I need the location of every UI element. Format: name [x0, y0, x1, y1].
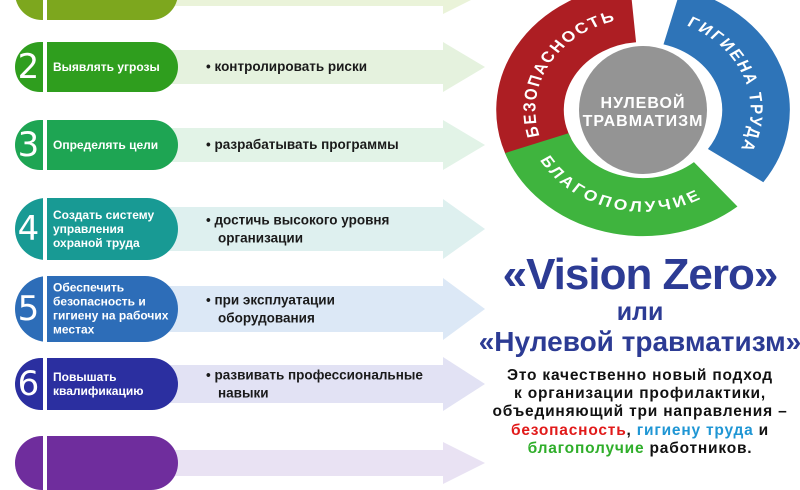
center-label-line1: НУЛЕВОЙ	[601, 93, 686, 112]
rule-pill: 5 Обеспечить безопасность и гигиену на ра…	[15, 276, 178, 342]
rule-banner-arrow-head	[443, 42, 485, 92]
rule-number: 4	[17, 209, 40, 249]
description-segment: объединяющий три направления –	[492, 403, 788, 421]
rule-banner-arrow-body	[140, 0, 443, 6]
rule-bullet-text: разрабатывать программы	[206, 136, 398, 154]
rule-number	[15, 436, 42, 490]
rule-number	[15, 0, 42, 20]
description-segment: и	[753, 421, 770, 439]
description-segment: Это качественно новый подход	[507, 367, 773, 384]
rule-label: Повышать квалификацию	[53, 369, 144, 398]
rule-banner-arrow-head	[443, 0, 485, 14]
rule-pill	[15, 436, 178, 490]
description-segment: благополучие	[527, 439, 645, 457]
rule-pill: 6 Повышать квалификацию	[15, 358, 178, 410]
rule-divider	[43, 0, 47, 20]
rule-row-5: при эксплуатации оборудования 5 Обеспечить…	[0, 276, 500, 342]
rule-bullet-text: достичь высокого уровня организации	[206, 211, 389, 246]
description-line: Это качественно новый подход	[430, 367, 800, 385]
zero-injury-center-circle	[579, 46, 707, 174]
rule-divider	[43, 436, 47, 490]
rule-banner-arrow-head	[443, 278, 485, 340]
rules-list: контролировать риски 2 Выявлять угрозы разр…	[0, 0, 500, 450]
rule-divider	[43, 198, 47, 260]
safety-arc-segment	[496, 0, 638, 164]
rule-banner-arrow-head	[443, 120, 485, 170]
description-line: объединяющий три направления –	[430, 403, 800, 421]
headline-connector: или	[616, 298, 664, 326]
rule-pill: 3 Определять цели	[15, 120, 178, 170]
rule-pill: 4 Создать систему управления охраной труд…	[15, 198, 178, 260]
center-label-line2: ТРАВМАТИЗМ	[583, 113, 704, 130]
description-segment: гигиену труда	[636, 421, 754, 439]
rule-row-1	[0, 0, 500, 20]
rule-number: 6	[17, 364, 40, 404]
rule-banner-arrow-head	[443, 357, 485, 411]
description-line: благополучие работников.	[430, 440, 800, 458]
rule-bullet-text: развивать профессиональные навыки	[206, 366, 422, 401]
rule-divider	[43, 120, 47, 170]
rule-bullet-text: при эксплуатации оборудования	[206, 291, 334, 326]
rule-divider	[43, 42, 47, 92]
rule-label: Обеспечить безопасность и гигиену на раб…	[53, 280, 169, 338]
rule-row-7	[0, 436, 500, 490]
description-segment: ,	[626, 421, 637, 439]
zero-injury-subtitle: «Нулевой травматизм»	[478, 326, 800, 357]
rule-row-4: достичь высокого уровня организации 4 Созд…	[0, 198, 500, 260]
vision-zero-title: «Vision Zero»	[502, 250, 779, 299]
rule-banner-arrow-head	[443, 442, 485, 484]
rule-row-2: контролировать риски 2 Выявлять угрозы	[0, 42, 500, 92]
vision-zero-ring-diagram: БЕЗОПАСНОСТЬ ГИГИЕНА ТРУДА БЛАГОПОЛУЧИЕ …	[496, 0, 790, 237]
description-line: к организации профилактики,	[430, 385, 800, 403]
wellbeing-arc-segment	[505, 132, 738, 237]
rule-label: Выявлять угрозы	[53, 59, 160, 74]
rule-banner-arrow-head	[443, 199, 485, 259]
rule-pill: 2 Выявлять угрозы	[15, 42, 178, 92]
rule-divider	[43, 276, 47, 342]
rule-row-3: разрабатывать программы 3 Определять цели	[0, 120, 500, 170]
description-line: безопасность, гигиену труда и	[430, 422, 800, 440]
rule-divider	[43, 358, 47, 410]
rule-label: Создать систему управления охраной труда	[53, 207, 155, 251]
description-segment: безопасность	[510, 421, 627, 439]
rule-bullet-text: контролировать риски	[206, 58, 367, 76]
rule-pill	[15, 0, 178, 20]
headline-block: «Vision Zero» или «Нулевой травматизм»	[450, 250, 800, 358]
rule-row-6: развивать профессиональные навыки 6 Повыша…	[0, 357, 500, 411]
rule-label: Определять цели	[53, 137, 159, 152]
rule-number: 2	[17, 47, 40, 87]
rule-number: 5	[17, 289, 40, 329]
hygiene-arc-segment	[662, 0, 790, 183]
rule-banner-arrow-body	[140, 450, 443, 476]
description-segment: работников.	[644, 439, 753, 457]
description-segment: к организации профилактики,	[514, 385, 766, 403]
rule-number: 3	[17, 125, 40, 165]
